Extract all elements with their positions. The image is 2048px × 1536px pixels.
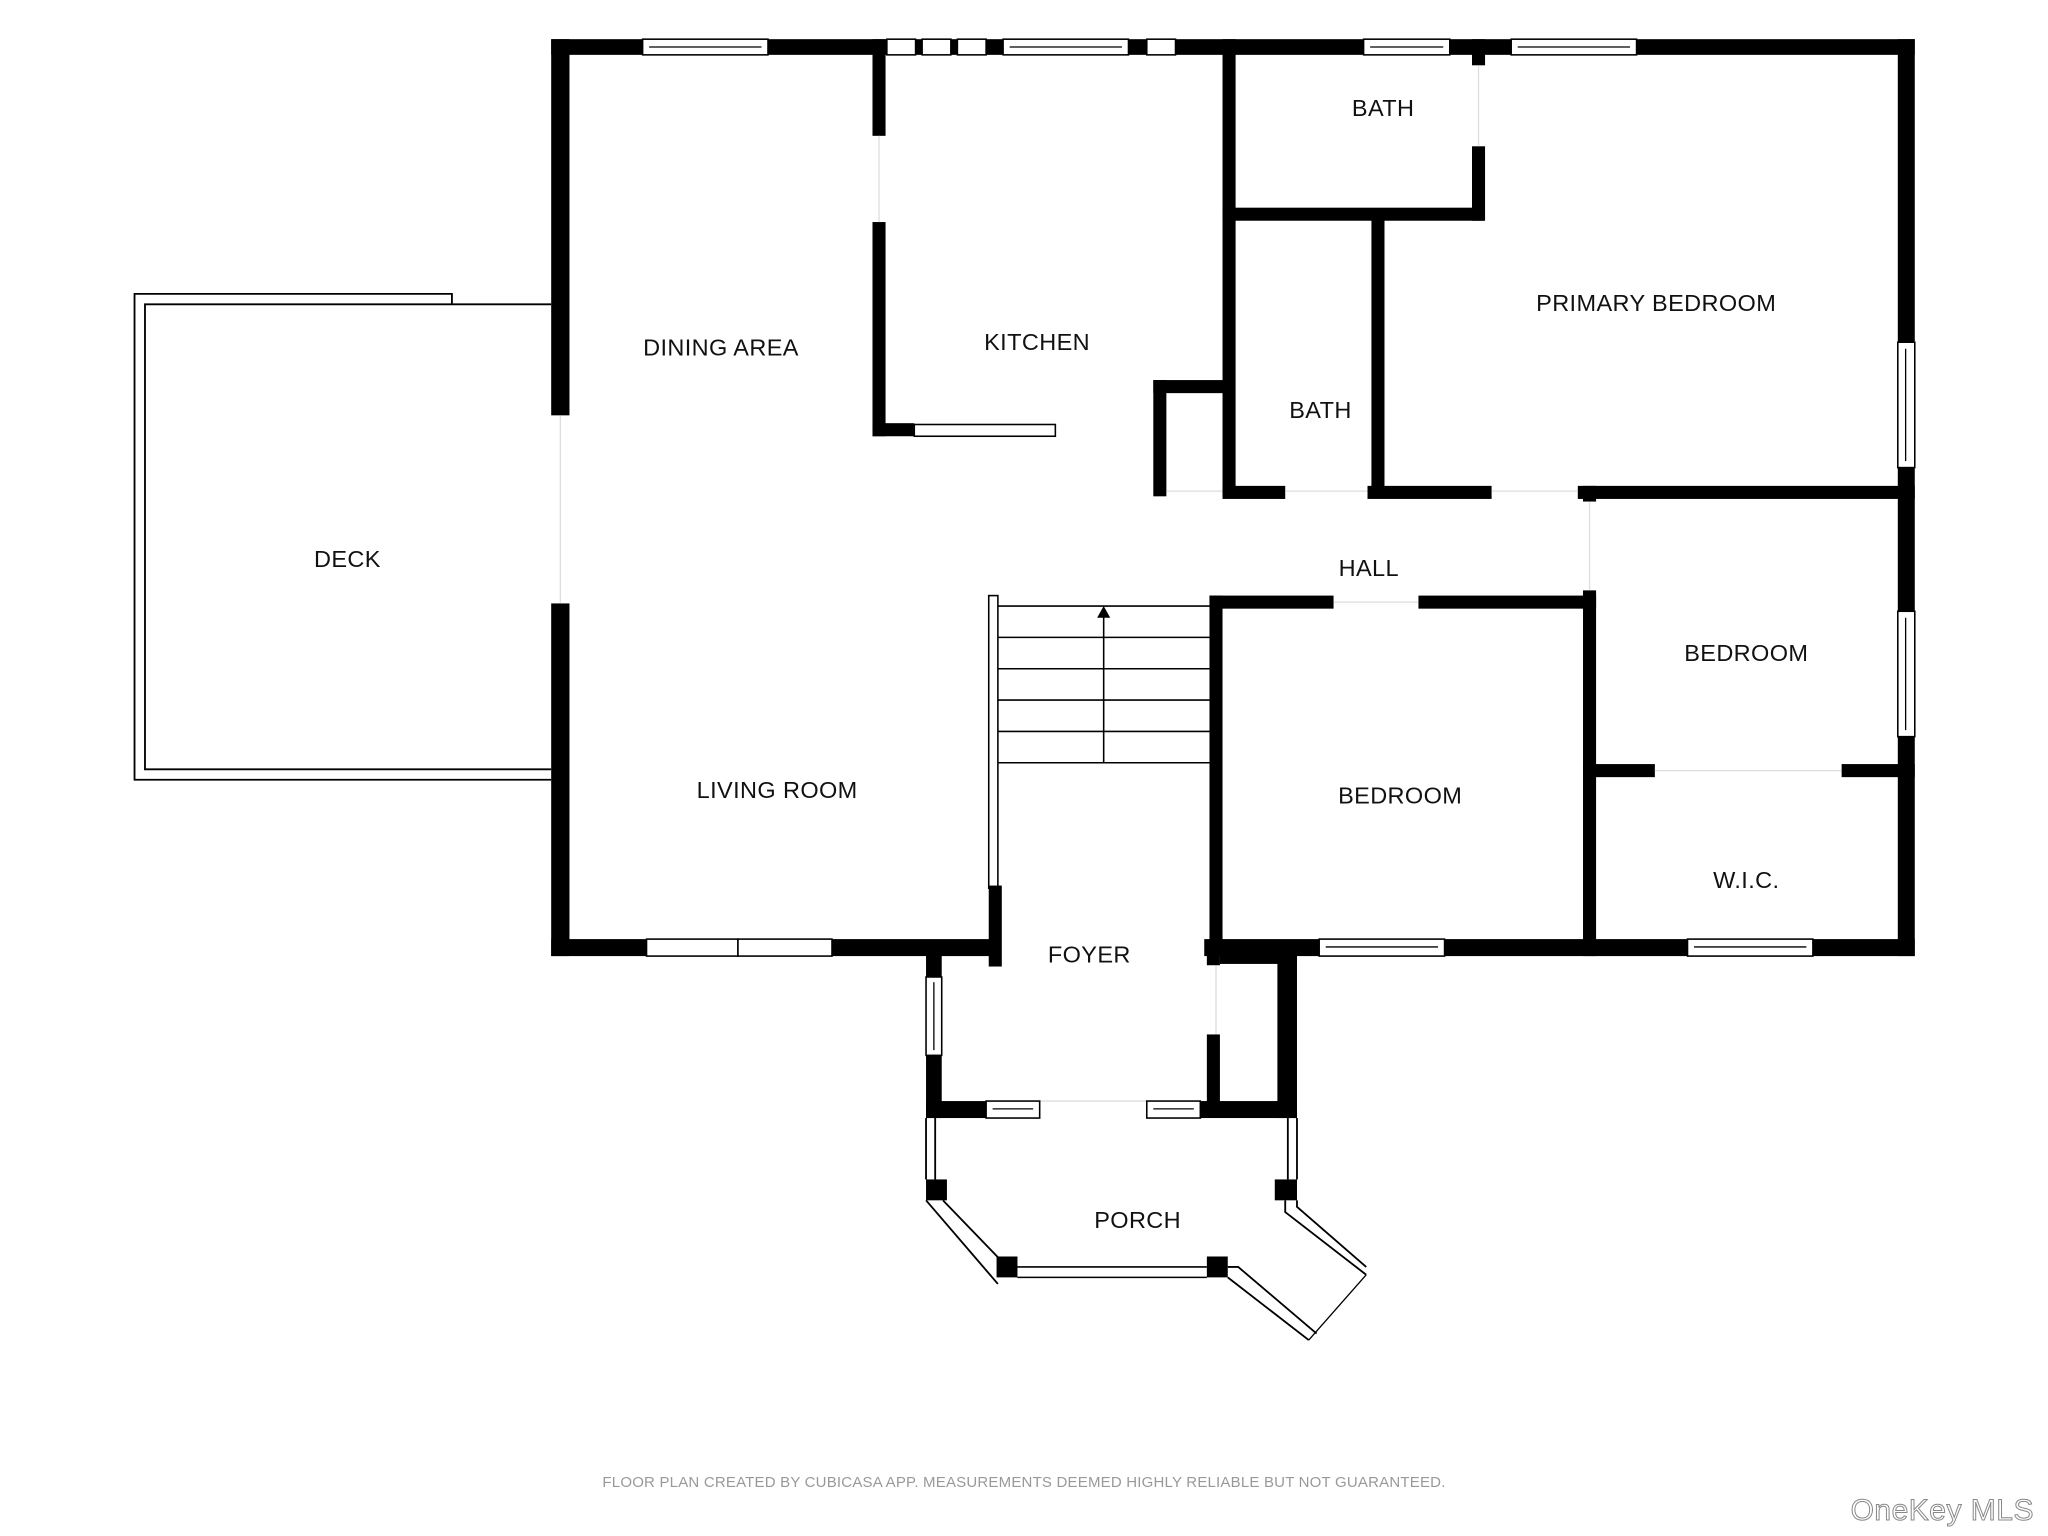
room-label-wic: W.I.C.: [1713, 867, 1779, 893]
room-label-dining-area: DINING AREA: [643, 334, 799, 360]
disclaimer-text: FLOOR PLAN CREATED BY CUBICASA APP. MEAS…: [602, 1474, 1446, 1491]
room-label-kitchen: KITCHEN: [984, 329, 1090, 355]
room-label-bath-upper: BATH: [1352, 95, 1415, 121]
watermark-logo: OneKey MLS: [1850, 1494, 2034, 1528]
stairs-up-arrow-icon: [1097, 606, 1111, 618]
room-label-hall: HALL: [1339, 555, 1399, 581]
room-label-primary-bedroom: PRIMARY BEDROOM: [1536, 290, 1776, 316]
windows: [641, 38, 1916, 957]
foyer-walls: [925, 950, 1297, 1119]
room-label-bath-lower: BATH: [1289, 397, 1352, 423]
interior-walls: [872, 39, 1915, 967]
room-label-foyer: FOYER: [1048, 942, 1131, 968]
room-label-porch: PORCH: [1094, 1207, 1181, 1233]
stairs: [997, 605, 1210, 764]
openings: [559, 65, 1842, 1102]
room-label-bedroom-center: BEDROOM: [1338, 782, 1462, 808]
room-label-bedroom-right: BEDROOM: [1684, 640, 1808, 666]
deck-outline: [133, 292, 552, 781]
porch-outline: [925, 1118, 1367, 1341]
room-label-living-room: LIVING ROOM: [697, 777, 858, 803]
room-label-deck: DECK: [314, 546, 381, 572]
room-labels: DECK DINING AREA KITCHEN BATH BATH PRIMA…: [314, 95, 1808, 1233]
